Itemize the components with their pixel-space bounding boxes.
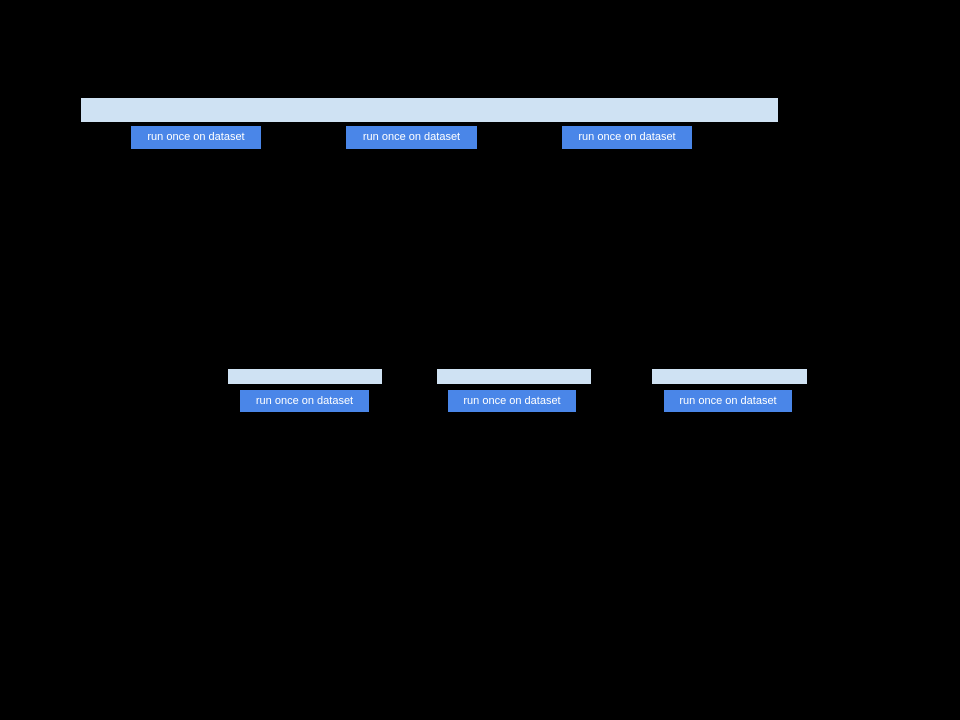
run-once-on-dataset-button[interactable]: run once on dataset — [346, 126, 477, 149]
pipeline-stage-bar-top — [81, 98, 778, 122]
run-once-on-dataset-button[interactable]: run once on dataset — [240, 390, 369, 412]
run-once-on-dataset-button[interactable]: run once on dataset — [448, 390, 576, 412]
run-once-on-dataset-button[interactable]: run once on dataset — [664, 390, 792, 412]
run-once-on-dataset-button[interactable]: run once on dataset — [562, 126, 692, 149]
run-once-on-dataset-button[interactable]: run once on dataset — [131, 126, 261, 149]
pipeline-stage-bar-middle — [437, 369, 591, 384]
pipeline-stage-bar-middle — [228, 369, 382, 384]
pipeline-stage-bar-middle — [652, 369, 807, 384]
